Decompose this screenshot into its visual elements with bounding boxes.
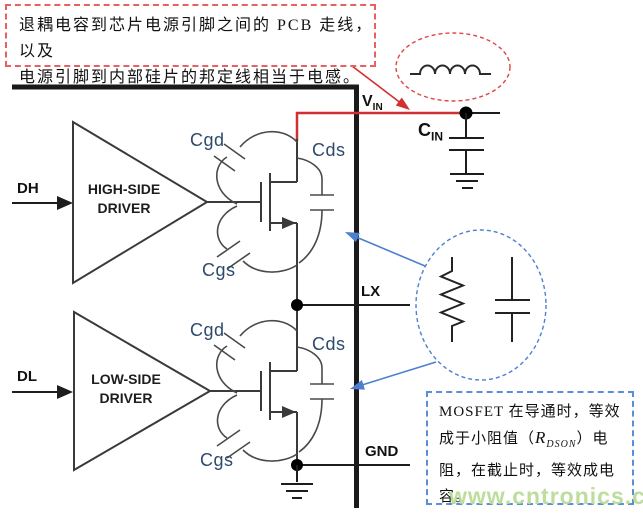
rdson-note-line3: 阻，在截止时，等效成电 xyxy=(439,463,616,479)
chip-boundary-lines xyxy=(12,84,359,508)
rdson-symbol: R xyxy=(535,428,547,447)
gnd-net-label: GND xyxy=(365,443,399,460)
red-annotation-arrow xyxy=(351,65,410,110)
inductor-callout xyxy=(395,32,511,102)
cin-cap-label: CIN xyxy=(418,120,443,144)
resistor-icon xyxy=(438,257,466,342)
high-side-driver-symbol xyxy=(72,120,209,285)
low-side-parasitic-caps xyxy=(213,319,334,462)
high-side-mosfet xyxy=(207,139,298,305)
vin-net-label: VIN xyxy=(362,93,383,114)
dl-input-arrow xyxy=(12,385,73,399)
blue-arrow-to-highside xyxy=(345,232,426,267)
blue-arrow-to-lowside xyxy=(350,361,437,390)
rdson-note-line2: 成于小阻值（RDSON）电 xyxy=(439,428,609,450)
vin-trace-red xyxy=(295,111,466,141)
low-side-mosfet xyxy=(210,305,298,465)
low-side-driver-symbol xyxy=(73,310,212,472)
watermark-text: www.cntronics.com xyxy=(449,483,643,509)
dh-pin-label: DH xyxy=(17,180,39,197)
inductance-note-box: 退耦电容到芯片电源引脚之间的 PCB 走线，以及 电源引脚到内部硅片的邦定线相当… xyxy=(5,4,376,86)
capacitor-icon xyxy=(495,257,530,342)
high-cgd-label: Cgd xyxy=(190,130,225,150)
cin-capacitor xyxy=(449,113,484,189)
mosfet-arrow xyxy=(282,406,296,418)
low-cgs-label: Cgs xyxy=(200,450,234,470)
inductance-note-line2: 电源引脚到内部硅片的邦定线相当于电感。 xyxy=(19,69,362,86)
low-cds-label: Cds xyxy=(312,334,346,354)
dh-input-arrow xyxy=(12,196,73,210)
ground-symbol-lowside xyxy=(281,465,313,499)
low-cgd-label: Cgd xyxy=(190,320,225,340)
lx-net-label: LX xyxy=(361,283,381,300)
mosfet-arrow xyxy=(282,217,296,229)
blue-dashed-ellipse xyxy=(415,229,547,381)
inductance-note-line1: 退耦电容到芯片电源引脚之间的 PCB 走线，以及 xyxy=(19,17,374,60)
rdson-note-line1: MOSFET 在导通时，等效 xyxy=(439,404,621,420)
high-side-parasitic-caps xyxy=(213,130,334,273)
rdson-callout xyxy=(415,229,547,381)
high-cds-label: Cds xyxy=(312,140,346,160)
high-cgs-label: Cgs xyxy=(202,260,236,280)
red-dashed-ellipse xyxy=(395,32,511,102)
rdson-note-box: MOSFET 在导通时，等效 成于小阻值（RDSON）电 阻，在截止时，等效成电… xyxy=(426,391,634,505)
inductor-icon xyxy=(410,64,491,75)
rdson-note-line4: 容。 xyxy=(439,489,472,505)
dl-pin-label: DL xyxy=(17,368,37,385)
